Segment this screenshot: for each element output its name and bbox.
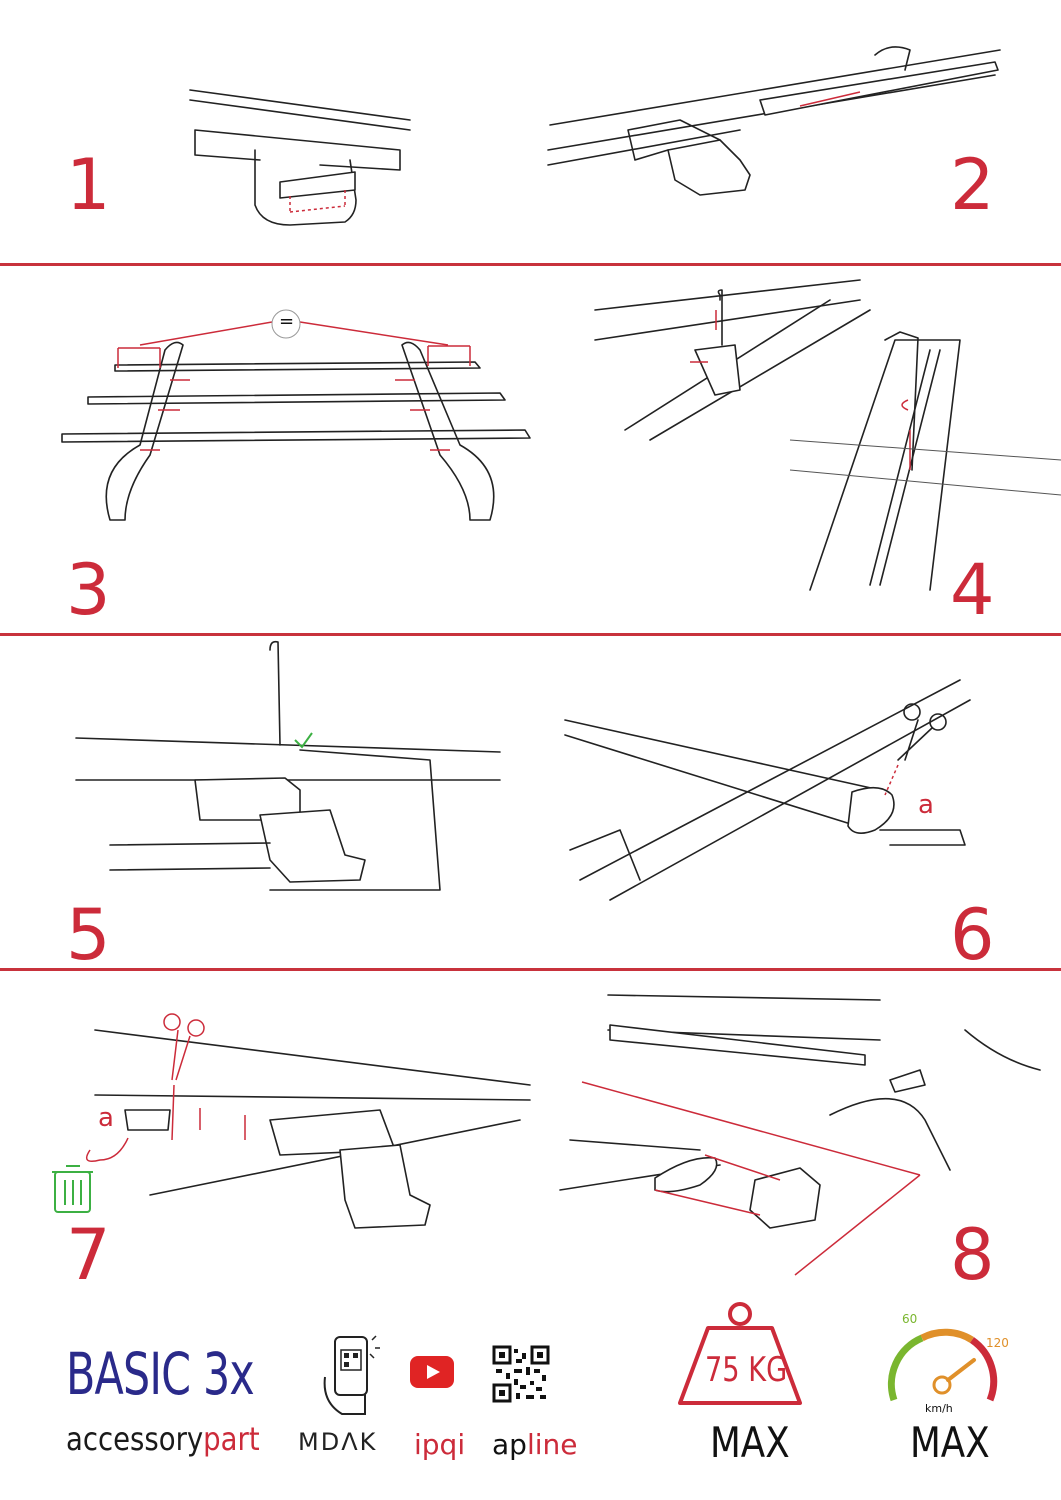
step-number-5: 5 bbox=[66, 894, 111, 976]
step6-label-a: a bbox=[918, 790, 934, 820]
logo-apline-a: ap bbox=[492, 1428, 527, 1461]
brand-accessorypart: accessorypart bbox=[66, 1420, 260, 1458]
weight-value: 75 KG bbox=[705, 1350, 788, 1390]
step-number-3: 3 bbox=[66, 549, 111, 631]
step3-illustration bbox=[61, 309, 531, 521]
weight-icon bbox=[678, 1302, 802, 1405]
speed-min-tick: 60 bbox=[902, 1312, 918, 1326]
step3-equal-sign: = bbox=[279, 311, 295, 332]
qr-code-icon[interactable] bbox=[492, 1345, 550, 1403]
logo-apline: apline bbox=[492, 1428, 577, 1461]
phone-qr-icon bbox=[323, 1335, 380, 1415]
step-number-4: 4 bbox=[950, 549, 995, 631]
speed-max-label: MAX bbox=[910, 1418, 990, 1467]
logo-ipqi: ipqi bbox=[414, 1428, 466, 1461]
brand-primary: accessory bbox=[66, 1420, 204, 1458]
step-number-7: 7 bbox=[66, 1214, 111, 1296]
step7-illustration bbox=[52, 1013, 531, 1229]
step-number-2: 2 bbox=[950, 144, 995, 226]
speed-unit: km/h bbox=[925, 1402, 953, 1415]
divider-row-2 bbox=[0, 633, 1061, 636]
step5-illustration bbox=[75, 640, 501, 891]
weight-max-label: MAX bbox=[710, 1418, 790, 1467]
instruction-illustrations bbox=[52, 46, 1061, 1276]
step2-illustration bbox=[547, 46, 1001, 196]
step-number-1: 1 bbox=[66, 144, 111, 226]
step-number-6: 6 bbox=[950, 894, 995, 976]
youtube-icon[interactable] bbox=[410, 1356, 454, 1388]
speed-max-tick: 120 bbox=[986, 1336, 1009, 1350]
speedometer-icon bbox=[887, 1328, 998, 1402]
brand-secondary: part bbox=[203, 1420, 260, 1458]
step6-illustration bbox=[564, 679, 971, 901]
logo-apline-b: line bbox=[526, 1428, 578, 1461]
step1-illustration bbox=[189, 89, 411, 226]
recycle-bin-icon bbox=[52, 1165, 93, 1213]
product-title: BASIC 3x bbox=[66, 1340, 255, 1408]
divider-row-3 bbox=[0, 968, 1061, 971]
step4-illustration bbox=[594, 279, 1061, 591]
checkmark-icon bbox=[294, 732, 313, 749]
scissors-icon bbox=[897, 703, 947, 761]
step-number-8: 8 bbox=[950, 1214, 995, 1296]
step7-label-a: a bbox=[98, 1103, 114, 1133]
divider-row-1 bbox=[0, 263, 1061, 266]
scissors-icon bbox=[163, 1013, 205, 1081]
logo-mdak: MDΛK bbox=[298, 1428, 378, 1456]
step8-illustration bbox=[559, 994, 1041, 1276]
